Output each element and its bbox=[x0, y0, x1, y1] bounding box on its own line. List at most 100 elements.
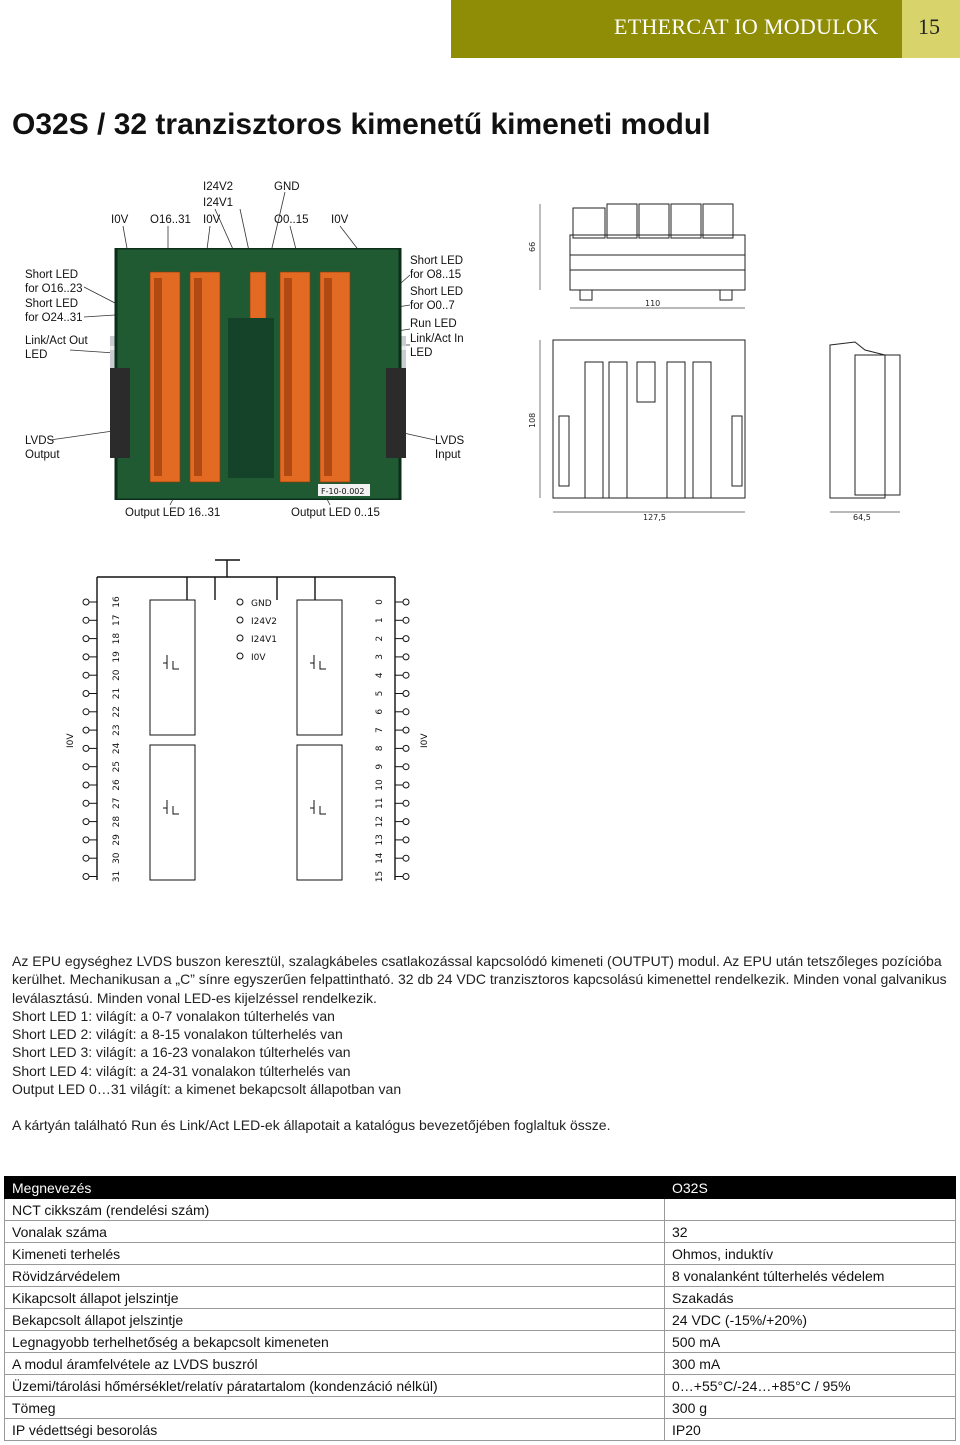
right-pin-terminal bbox=[402, 763, 410, 771]
right-pin-number: 15 bbox=[375, 871, 385, 882]
left-pin-number: 18 bbox=[112, 633, 122, 645]
left-pin-number: 30 bbox=[112, 852, 122, 864]
right-pin-number: 7 bbox=[375, 727, 385, 733]
description-line-4: Short LED 4: világít: a 24-31 vonalakon … bbox=[12, 1062, 351, 1079]
svg-text:108: 108 bbox=[528, 413, 537, 428]
table-row: Legnagyobb terhelhetőség a bekapcsolt ki… bbox=[4, 1330, 956, 1353]
label-lvds-out: LVDS bbox=[25, 435, 55, 447]
table-header: Megnevezés O32S bbox=[4, 1176, 956, 1199]
label-short-led-r2b: for O0..7 bbox=[410, 300, 455, 312]
spec-name-cell: Legnagyobb terhelhetőség a bekapcsolt ki… bbox=[4, 1330, 665, 1353]
svg-text:F-10-0.002: F-10-0.002 bbox=[321, 487, 364, 496]
right-pin-terminal bbox=[402, 598, 410, 606]
spec-name-cell: Kimeneti terhelés bbox=[4, 1242, 665, 1265]
spec-name-cell: Rövidzárvédelem bbox=[4, 1264, 665, 1287]
label-short-led-l2b: for O24..31 bbox=[25, 312, 83, 324]
left-pin-terminal bbox=[82, 726, 90, 734]
description-line-2: Short LED 2: világít: a 8-15 vonalakon t… bbox=[12, 1026, 343, 1043]
right-pin-number: 2 bbox=[375, 636, 385, 642]
label-lvds-in-b: Input bbox=[435, 449, 461, 461]
right-pin-number: 14 bbox=[375, 852, 385, 864]
label-lvds-in: LVDS bbox=[435, 435, 465, 447]
left-pin-number: 21 bbox=[112, 688, 122, 699]
spec-table: Megnevezés O32S NCT cikkszám (rendelési … bbox=[4, 1176, 956, 1441]
right-pin-number: 13 bbox=[375, 834, 385, 845]
left-pin-terminal bbox=[82, 781, 90, 789]
left-pin-terminal bbox=[82, 653, 90, 661]
spec-name-cell: Vonalak száma bbox=[4, 1220, 665, 1243]
label-link-out-b: LED bbox=[25, 349, 48, 361]
spec-value-cell bbox=[664, 1198, 956, 1221]
right-pin-number: 3 bbox=[375, 654, 385, 660]
left-pin-terminal bbox=[82, 708, 90, 716]
spec-name-cell: IP védettségi besorolás bbox=[4, 1418, 665, 1441]
label-link-in: Link/Act In bbox=[410, 333, 464, 345]
spec-name-cell: Üzemi/tárolási hőmérséklet/relatív párat… bbox=[4, 1374, 665, 1397]
right-pin-number: 9 bbox=[375, 764, 385, 770]
right-pin-terminal bbox=[402, 744, 410, 752]
description: Az EPU egységhez LVDS buszon keresztül, … bbox=[12, 952, 952, 1135]
label-i24v2: I24V2 bbox=[203, 181, 234, 193]
left-pin-terminal bbox=[82, 873, 90, 880]
left-pin-terminal bbox=[82, 744, 90, 752]
left-pin-number: 20 bbox=[112, 669, 122, 681]
spec-value-cell: 300 mA bbox=[664, 1352, 956, 1375]
right-pin-number: 1 bbox=[375, 617, 385, 623]
right-pin-number: 10 bbox=[375, 779, 385, 791]
spec-value-cell: 8 vonalanként túlterhelés védelem bbox=[664, 1264, 956, 1287]
left-pin-terminal bbox=[82, 854, 90, 862]
label-o0-15: O0..15 bbox=[274, 214, 309, 226]
header-cell: Megnevezés bbox=[4, 1176, 665, 1199]
spec-value-cell: 0…+55°C/-24…+85°C / 95% bbox=[664, 1374, 956, 1397]
right-pin-terminal bbox=[402, 635, 410, 643]
label-short-led-l1: Short LED bbox=[25, 269, 79, 281]
label-link-in-b: LED bbox=[410, 347, 433, 359]
svg-text:64,5: 64,5 bbox=[853, 513, 871, 522]
label-gnd: GND bbox=[274, 181, 300, 193]
description-line-1: Short LED 1: világít: a 0-7 vonalakon tú… bbox=[12, 1007, 335, 1024]
left-pin-number: 27 bbox=[112, 798, 122, 809]
right-pin-terminal bbox=[402, 781, 410, 789]
label-lvds-out-b: Output bbox=[25, 449, 60, 461]
label-short-led-l2: Short LED bbox=[25, 298, 79, 310]
left-pin-terminal bbox=[82, 799, 90, 807]
spec-value-cell: IP20 bbox=[664, 1418, 956, 1441]
left-pin-number: 19 bbox=[112, 651, 122, 663]
table-row: NCT cikkszám (rendelési szám) bbox=[4, 1198, 956, 1221]
spec-name-cell: A modul áramfelvétele az LVDS buszról bbox=[4, 1352, 665, 1375]
left-pin-terminal bbox=[82, 818, 90, 826]
description-line-5: Output LED 0…31 világít: a kimenet bekap… bbox=[12, 1081, 402, 1098]
right-pin-terminal bbox=[402, 726, 410, 734]
svg-text:I0V: I0V bbox=[420, 733, 430, 748]
description-line-3: Short LED 3: világít: a 16-23 vonalakon … bbox=[12, 1044, 351, 1061]
right-pin-terminal bbox=[402, 690, 410, 697]
svg-text:I0V: I0V bbox=[251, 653, 266, 663]
spec-name-cell: NCT cikkszám (rendelési szám) bbox=[4, 1198, 665, 1221]
spec-value-cell: Szakadás bbox=[664, 1286, 956, 1309]
right-pin-terminal bbox=[402, 873, 410, 880]
left-pin-terminal bbox=[82, 598, 90, 606]
left-pin-number: 26 bbox=[112, 779, 122, 791]
spec-value-cell: 32 bbox=[664, 1220, 956, 1243]
svg-text:127,5: 127,5 bbox=[643, 513, 666, 522]
label-short-led-r2: Short LED bbox=[410, 286, 464, 298]
svg-text:110: 110 bbox=[645, 299, 660, 308]
label-link-out: Link/Act Out bbox=[25, 335, 88, 347]
left-pin-number: 25 bbox=[112, 761, 122, 772]
dimension-drawing: 66 110 108 127,5 64,5 bbox=[528, 203, 901, 522]
right-pin-number: 8 bbox=[375, 745, 385, 751]
left-pin-terminal bbox=[82, 635, 90, 643]
right-pin-number: 6 bbox=[375, 709, 385, 715]
left-pin-terminal bbox=[82, 690, 90, 697]
label-i0v-right: I0V bbox=[331, 214, 349, 226]
label-short-led-l1b: for O16..23 bbox=[25, 283, 83, 295]
label-short-led-r1: Short LED bbox=[410, 255, 464, 267]
svg-text:I24V2: I24V2 bbox=[251, 617, 277, 627]
header-cell: O32S bbox=[664, 1176, 956, 1199]
page-title: O32S / 32 tranzisztoros kimenetű kimenet… bbox=[12, 108, 711, 141]
